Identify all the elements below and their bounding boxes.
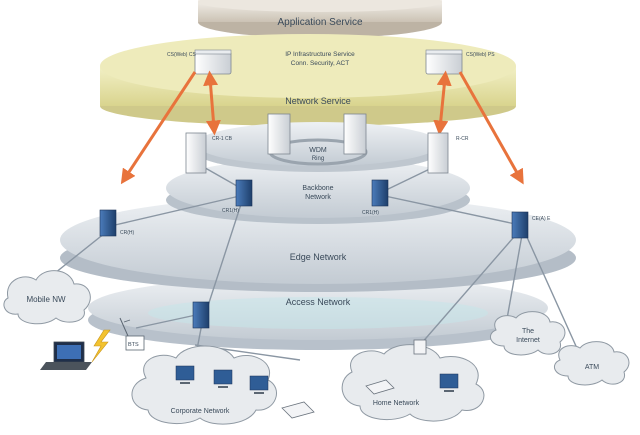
- arrow-right-outer: [458, 71, 524, 185]
- edge-network-label: Edge Network: [290, 252, 347, 262]
- backbone-label-line1: Backbone: [302, 185, 333, 192]
- link-edge-home: [419, 229, 521, 346]
- edge-network-layer: Edge Network: [60, 196, 576, 292]
- edge-router-left: CR(H): [99, 209, 134, 237]
- mobile-network-cloud: Mobile NW: [3, 270, 91, 325]
- application-service-label: Application Service: [277, 17, 362, 28]
- mobile-cloud-label: Mobile NW: [26, 295, 66, 304]
- bts-label: BTS: [128, 342, 139, 348]
- internet-cloud-label-line2: Internet: [516, 337, 540, 344]
- corporate-network-cloud: Corporate Network: [131, 345, 278, 425]
- core-right-label: R-CR: [456, 136, 469, 142]
- edge-router-right: CE(A) E: [511, 211, 551, 239]
- application-service-layer: Application Service: [198, 0, 442, 38]
- ring-label-line1: WDM: [309, 147, 327, 154]
- bb-right-label: CR1(H): [362, 210, 379, 216]
- backbone-label-line2: Network: [305, 194, 331, 201]
- access-router: [192, 301, 210, 329]
- backbone-router-right: CR1(H): [362, 179, 389, 216]
- link-edge-internet: [504, 234, 523, 331]
- ip-infrastructure-band: IP Infrastructure Service Conn. Security…: [100, 34, 516, 126]
- link-edge-atm: [525, 234, 581, 356]
- ip-service-label-line2: Conn. Security, ACT: [291, 60, 349, 67]
- internet-cloud-label-line1: The: [522, 328, 534, 335]
- home-cloud-label: Home Network: [373, 400, 420, 407]
- backbone-router-left: CR1(H): [222, 179, 253, 214]
- link-bb-edge-right: [379, 194, 521, 226]
- edge-left-label: CR(H): [120, 230, 134, 236]
- atm-cloud-label: ATM: [585, 364, 599, 371]
- corporate-printer-icon: [281, 401, 315, 419]
- edge-right-label: CE(A) E: [532, 216, 551, 222]
- core-layer: WDM Ring: [196, 122, 440, 172]
- bts-antenna: BTS: [119, 317, 145, 351]
- server-left-label: CS(Web) CS: [167, 52, 196, 58]
- link-bts-access: [135, 314, 197, 329]
- ring-label-line2: Ring: [312, 156, 324, 162]
- corporate-cloud-label: Corporate Network: [171, 408, 230, 415]
- wireless-bolt-icon: [91, 329, 111, 363]
- core-router-center-left: [267, 113, 291, 155]
- bb-left-label: CR1(H): [222, 208, 239, 214]
- core-router-right: R-CR: [427, 132, 469, 174]
- service-arrows: [120, 70, 524, 185]
- laptop-icon: [40, 341, 92, 370]
- access-network-label: Access Network: [286, 297, 351, 307]
- ip-service-label-line1: IP Infrastructure Service: [285, 51, 355, 58]
- arrow-left-inner: [203, 70, 221, 136]
- home-gateway-device: [413, 339, 427, 355]
- internet-cloud: The Internet: [489, 311, 566, 356]
- arrow-right-inner: [433, 70, 452, 136]
- core-left-label: CR-1 CB: [212, 136, 233, 142]
- atm-cloud: ATM: [553, 341, 630, 386]
- core-router-left: CR-1 CB: [185, 132, 233, 174]
- core-router-center-right: [343, 113, 367, 155]
- server-right-label: CS(Web) PS: [466, 52, 495, 58]
- link-bb-access: [204, 194, 245, 316]
- service-server-left: CS(Web) CS: [167, 49, 232, 75]
- arrow-left-outer: [120, 71, 197, 185]
- service-server-right: CS(Web) PS: [425, 49, 495, 75]
- link-edge-left-bb: [114, 194, 245, 226]
- network-service-label: Network Service: [285, 96, 351, 106]
- home-network-cloud: Home Network: [341, 344, 485, 422]
